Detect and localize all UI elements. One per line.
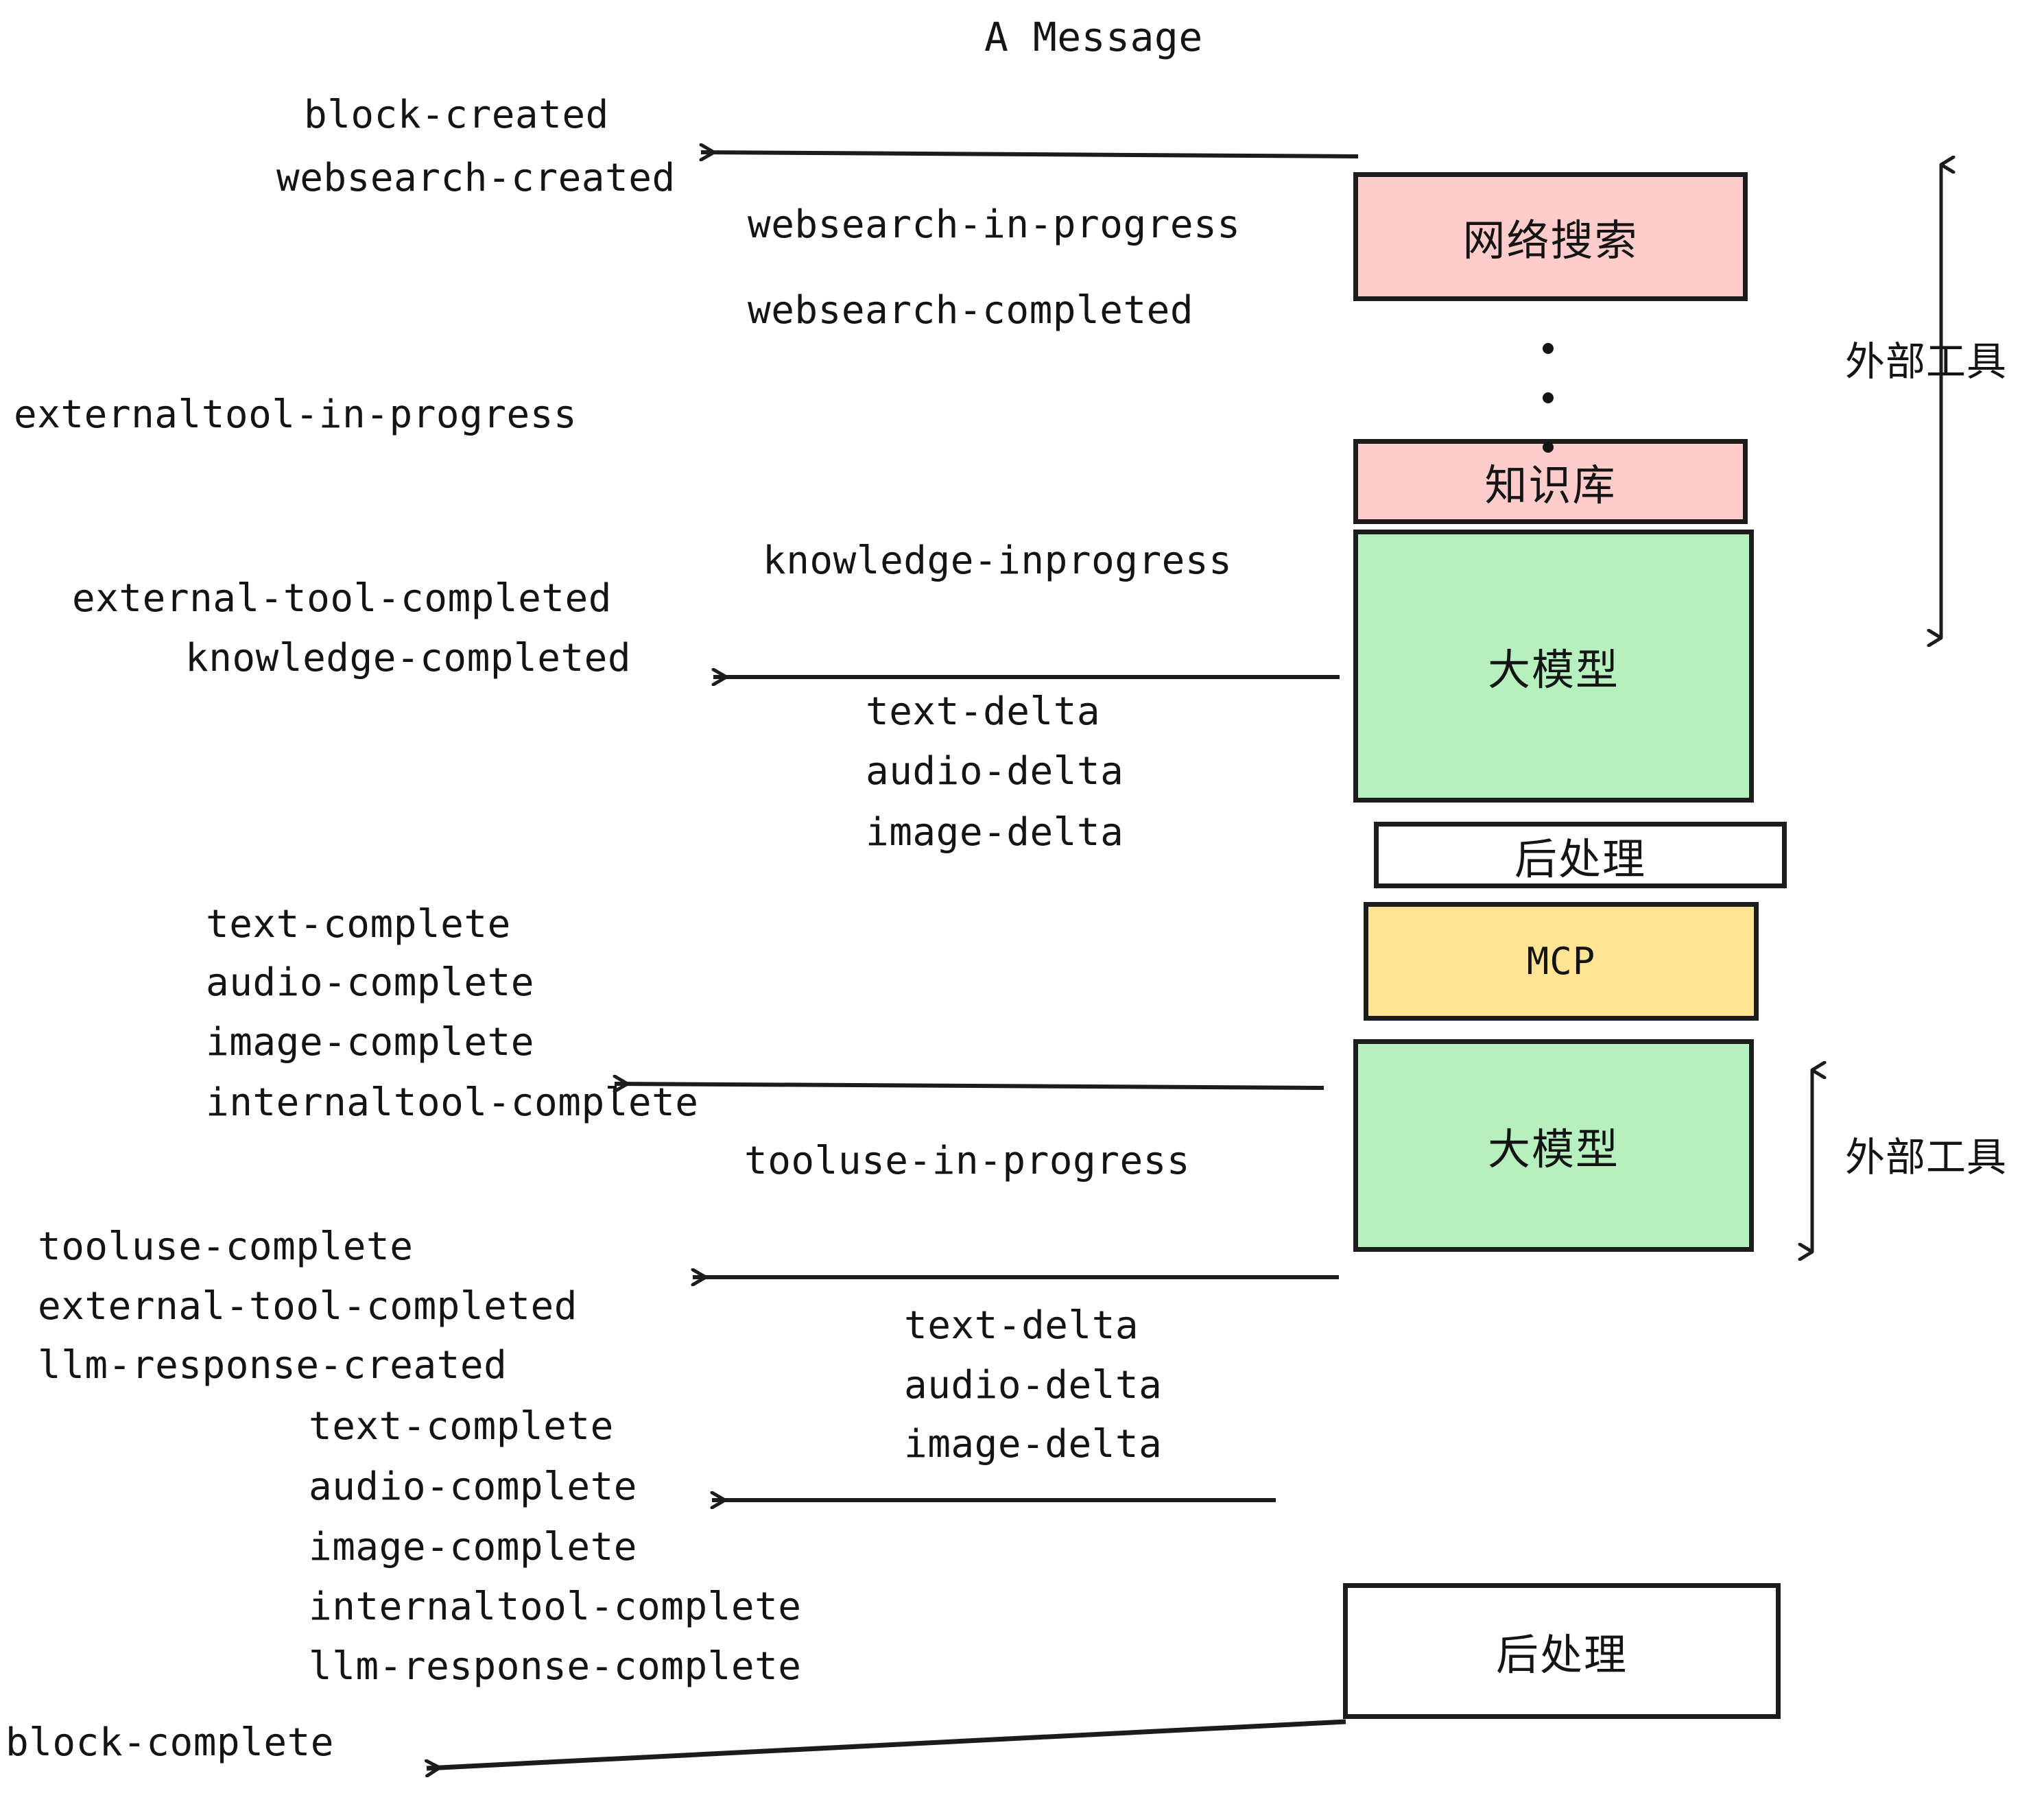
- event-label-internaltool-complete-2: internaltool-complete: [309, 1585, 802, 1629]
- event-label-tooluse-complete: tooluse-complete: [38, 1224, 414, 1269]
- event-label-image-delta-1: image-delta: [866, 810, 1124, 855]
- node-knowledge-label: 知识库: [1484, 460, 1617, 510]
- event-label-audio-complete-2: audio-complete: [309, 1464, 638, 1509]
- node-llm-2[interactable]: 大模型: [1353, 1039, 1754, 1252]
- arrow-postprocess2-to-block-complete: [427, 1719, 1346, 1768]
- event-label-websearch-created: websearch-created: [276, 156, 676, 200]
- arrow-websearch-to-block-created: [701, 152, 1359, 156]
- event-label-text-delta-2: text-delta: [904, 1303, 1139, 1348]
- event-label-audio-delta-1: audio-delta: [866, 749, 1124, 794]
- event-label-image-complete-1: image-complete: [206, 1020, 535, 1065]
- event-label-knowledge-completed: knowledge-completed: [185, 636, 632, 680]
- event-label-text-delta-1: text-delta: [866, 689, 1101, 734]
- event-label-external-tool-completed-1: external-tool-completed: [72, 576, 612, 621]
- event-label-websearch-completed: websearch-completed: [748, 288, 1194, 333]
- event-label-tooluse-in-progress: tooluse-in-progress: [744, 1139, 1191, 1183]
- event-label-image-complete-2: image-complete: [309, 1525, 638, 1569]
- event-label-external-tool-completed-2: external-tool-completed: [38, 1284, 578, 1329]
- side-label-external-tools-bottom: 外部工具: [1845, 1134, 2008, 1180]
- node-mcp[interactable]: MCP: [1364, 902, 1759, 1021]
- event-label-audio-delta-2: audio-delta: [904, 1363, 1163, 1408]
- node-postprocess-2[interactable]: 后处理: [1343, 1583, 1781, 1719]
- event-label-text-complete-2: text-complete: [309, 1404, 614, 1449]
- node-llm-1[interactable]: 大模型: [1353, 530, 1754, 803]
- event-label-block-created: block-created: [304, 93, 609, 137]
- page-title: A Message: [984, 14, 1203, 60]
- event-label-audio-complete-1: audio-complete: [206, 960, 535, 1005]
- node-llm-1-label: 大模型: [1487, 645, 1619, 695]
- side-label-external-tools-top: 外部工具: [1845, 338, 2008, 385]
- event-label-knowledge-inprogress: knowledge-inprogress: [763, 538, 1233, 583]
- event-label-llm-response-created: llm-response-created: [38, 1343, 508, 1388]
- event-label-internaltool-complete-1: internaltool-complete: [206, 1080, 699, 1125]
- node-mcp-label: MCP: [1526, 940, 1596, 983]
- vertical-ellipsis-icon: [1543, 343, 1554, 453]
- event-label-websearch-in-progress: websearch-in-progress: [748, 202, 1241, 247]
- event-label-text-complete-1: text-complete: [206, 902, 511, 947]
- event-label-externaltool-in-progress: externaltool-in-progress: [14, 392, 578, 437]
- event-label-image-delta-2: image-delta: [904, 1422, 1163, 1467]
- node-websearch-label: 网络搜索: [1462, 215, 1639, 265]
- arrow-postprocess1-to-image-complete: [615, 1084, 1324, 1088]
- event-label-block-complete: block-complete: [5, 1720, 335, 1765]
- node-postprocess-2-label: 后处理: [1495, 1630, 1628, 1680]
- node-llm-2-label: 大模型: [1487, 1124, 1619, 1174]
- event-label-llm-response-complete: llm-response-complete: [309, 1644, 802, 1689]
- node-knowledge[interactable]: 知识库: [1353, 439, 1748, 524]
- node-postprocess-1-label: 后处理: [1514, 833, 1646, 884]
- node-websearch[interactable]: 网络搜索: [1353, 172, 1748, 301]
- node-postprocess-1[interactable]: 后处理: [1374, 822, 1787, 888]
